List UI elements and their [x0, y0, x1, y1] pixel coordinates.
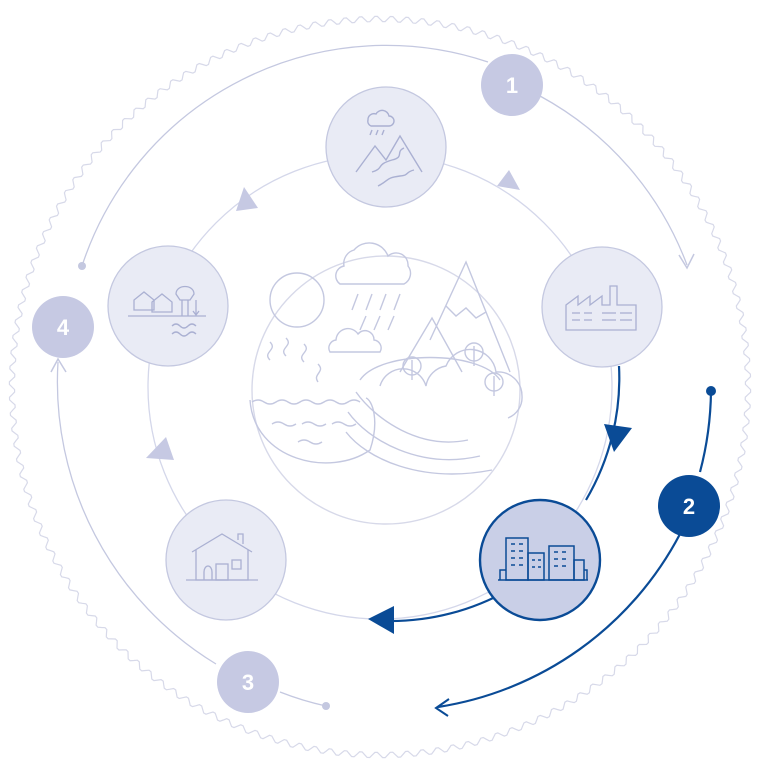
- mountain-rain-icon: [355, 109, 423, 187]
- cycle-arrow-right-active: [604, 424, 632, 452]
- step-badge-4[interactable]: 4: [32, 296, 94, 358]
- cycle-arrow-top-right: [497, 170, 520, 190]
- cycle-arrow-bottom-active: [368, 606, 394, 634]
- stage-houses-water[interactable]: [107, 245, 229, 367]
- stage-house[interactable]: [165, 499, 287, 621]
- step-badge-3[interactable]: 3: [217, 651, 279, 713]
- factory-icon: [565, 285, 637, 331]
- outer-arc-2-upper: [698, 390, 713, 473]
- outer-arc-2-arrowhead: [434, 698, 450, 717]
- outer-arc-1-arrowhead: [678, 253, 695, 270]
- outer-arc-3-right: [279, 691, 327, 707]
- outer-arc-1: [81, 44, 489, 267]
- cycle-arrow-top-left: [236, 187, 258, 211]
- water-cycle-landscape-icon: [249, 242, 523, 525]
- step-badge-2-label: 2: [683, 494, 695, 519]
- step-badge-1-label: 1: [506, 73, 518, 98]
- outer-wavy-ring: [8, 15, 752, 759]
- outer-arc-1-dot: [78, 262, 86, 270]
- step-badge-3-label: 3: [242, 670, 254, 695]
- outer-arc-3-left: [56, 361, 217, 665]
- step-badge-4-label: 4: [57, 315, 70, 340]
- city-buildings-icon: [498, 537, 588, 581]
- outer-arc-3-dot: [322, 702, 330, 710]
- step-badge-2[interactable]: 2: [658, 475, 720, 537]
- house-icon: [186, 533, 258, 581]
- step-badge-1[interactable]: 1: [481, 54, 543, 116]
- outer-arc-2-lower: [437, 533, 681, 709]
- cycle-arrow-left: [146, 437, 174, 460]
- outer-arc-1-right: [539, 95, 688, 266]
- outer-arc-3-arrowhead: [50, 357, 67, 373]
- stage-city[interactable]: [478, 498, 602, 622]
- outer-arc-2-dot: [706, 386, 716, 396]
- stage-mountain-rain[interactable]: [325, 86, 447, 208]
- houses-water-tower-icon: [128, 285, 206, 337]
- stage-factory[interactable]: [541, 246, 663, 368]
